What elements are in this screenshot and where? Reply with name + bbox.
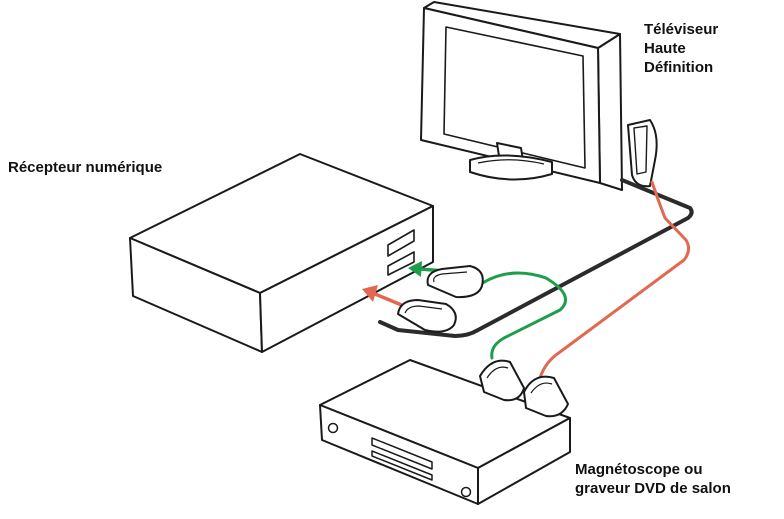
tv-label-line-3: Définition (644, 59, 714, 76)
receiver-scart-plug-red (397, 299, 457, 333)
tv-label-line-1: Téléviseur (644, 21, 719, 38)
cable-red (538, 180, 691, 380)
dvd-label: Magnétoscope ou graveur DVD de salon (575, 460, 731, 498)
tv-monitor (420, 1, 623, 191)
arrow-red (362, 285, 405, 308)
cable-black (378, 178, 694, 338)
tv-label: Téléviseur Haute Définition (644, 20, 718, 77)
dvd-label-line-1: Magnétoscope ou (575, 461, 703, 478)
dvd-scart-plug-green (479, 359, 525, 402)
dvd-scart-plug-red (523, 375, 569, 418)
tv-scart-plug (627, 119, 658, 188)
dvd-label-line-2: graveur DVD de salon (575, 480, 731, 497)
dvd-recorder (319, 359, 571, 505)
tv-label-line-2: Haute (644, 40, 686, 57)
receiver-label: Récepteur numérique (8, 159, 163, 176)
digital-receiver (129, 153, 434, 353)
receiver-scart-plug-green (426, 265, 484, 299)
cable-green (476, 271, 568, 360)
